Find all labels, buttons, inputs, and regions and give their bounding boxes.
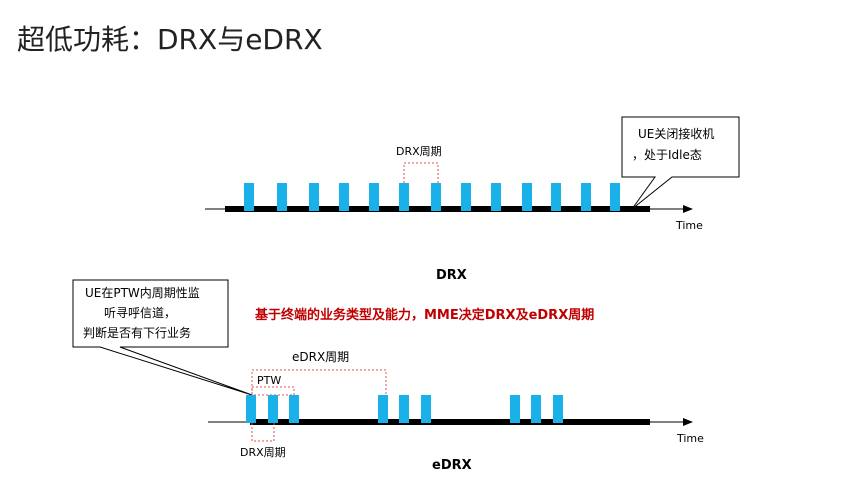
drx-pulse [339, 183, 349, 211]
drx-callout-line2: ，处于Idle态 [632, 148, 702, 162]
edrx-section-label: eDRX [432, 458, 472, 473]
ptw-bracket [251, 386, 295, 396]
drx-pulse [277, 183, 287, 211]
drx-pulse [522, 183, 532, 211]
drx-pulse [369, 183, 379, 211]
edrx-baseline [250, 419, 650, 425]
drx-period-bracket [403, 162, 439, 183]
edrx-pulse [378, 395, 388, 423]
drx-pulse [491, 183, 501, 211]
drx-pulse [309, 183, 319, 211]
drx-pulse [461, 183, 471, 211]
edrx-drx-period-bracket [251, 423, 275, 442]
edrx-callout-line1: UE在PTW内周期性监 [85, 286, 200, 300]
drx-callout-box [621, 116, 740, 210]
edrx-pulse [421, 395, 431, 423]
edrx-period-label: eDRX周期 [292, 350, 349, 364]
drx-pulse [399, 183, 409, 211]
ptw-label: PTW [257, 374, 281, 387]
drx-pulse [244, 183, 254, 211]
edrx-time-label: Time [676, 432, 704, 445]
edrx-pulse [246, 395, 256, 423]
drx-pulse [610, 183, 620, 211]
edrx-pulse [289, 395, 299, 423]
edrx-callout-box [72, 279, 253, 396]
edrx-callout-line2: 听寻呼信道， [104, 306, 176, 320]
drx-section-label: DRX [436, 268, 467, 283]
drx-pulse [551, 183, 561, 211]
drx-callout-line1: UE关闭接收机 [638, 126, 714, 141]
edrx-pulse [399, 395, 409, 423]
drx-pulse [431, 183, 441, 211]
drx-period-label: DRX周期 [396, 145, 442, 158]
edrx-pulse [268, 395, 278, 423]
edrx-pulse [553, 395, 563, 423]
middle-note: 基于终端的业务类型及能力，MME决定DRX及eDRX周期 [254, 307, 594, 323]
drx-time-label: Time [675, 219, 703, 232]
edrx-period-bracket [251, 369, 387, 394]
drx-pulse [581, 183, 591, 211]
edrx-pulse [510, 395, 520, 423]
edrx-drx-period-label: DRX周期 [240, 446, 286, 459]
edrx-pulse [531, 395, 541, 423]
page-title: 超低功耗：DRX与eDRX [17, 23, 323, 56]
edrx-callout-line3: 判断是否有下行业务 [83, 325, 191, 340]
